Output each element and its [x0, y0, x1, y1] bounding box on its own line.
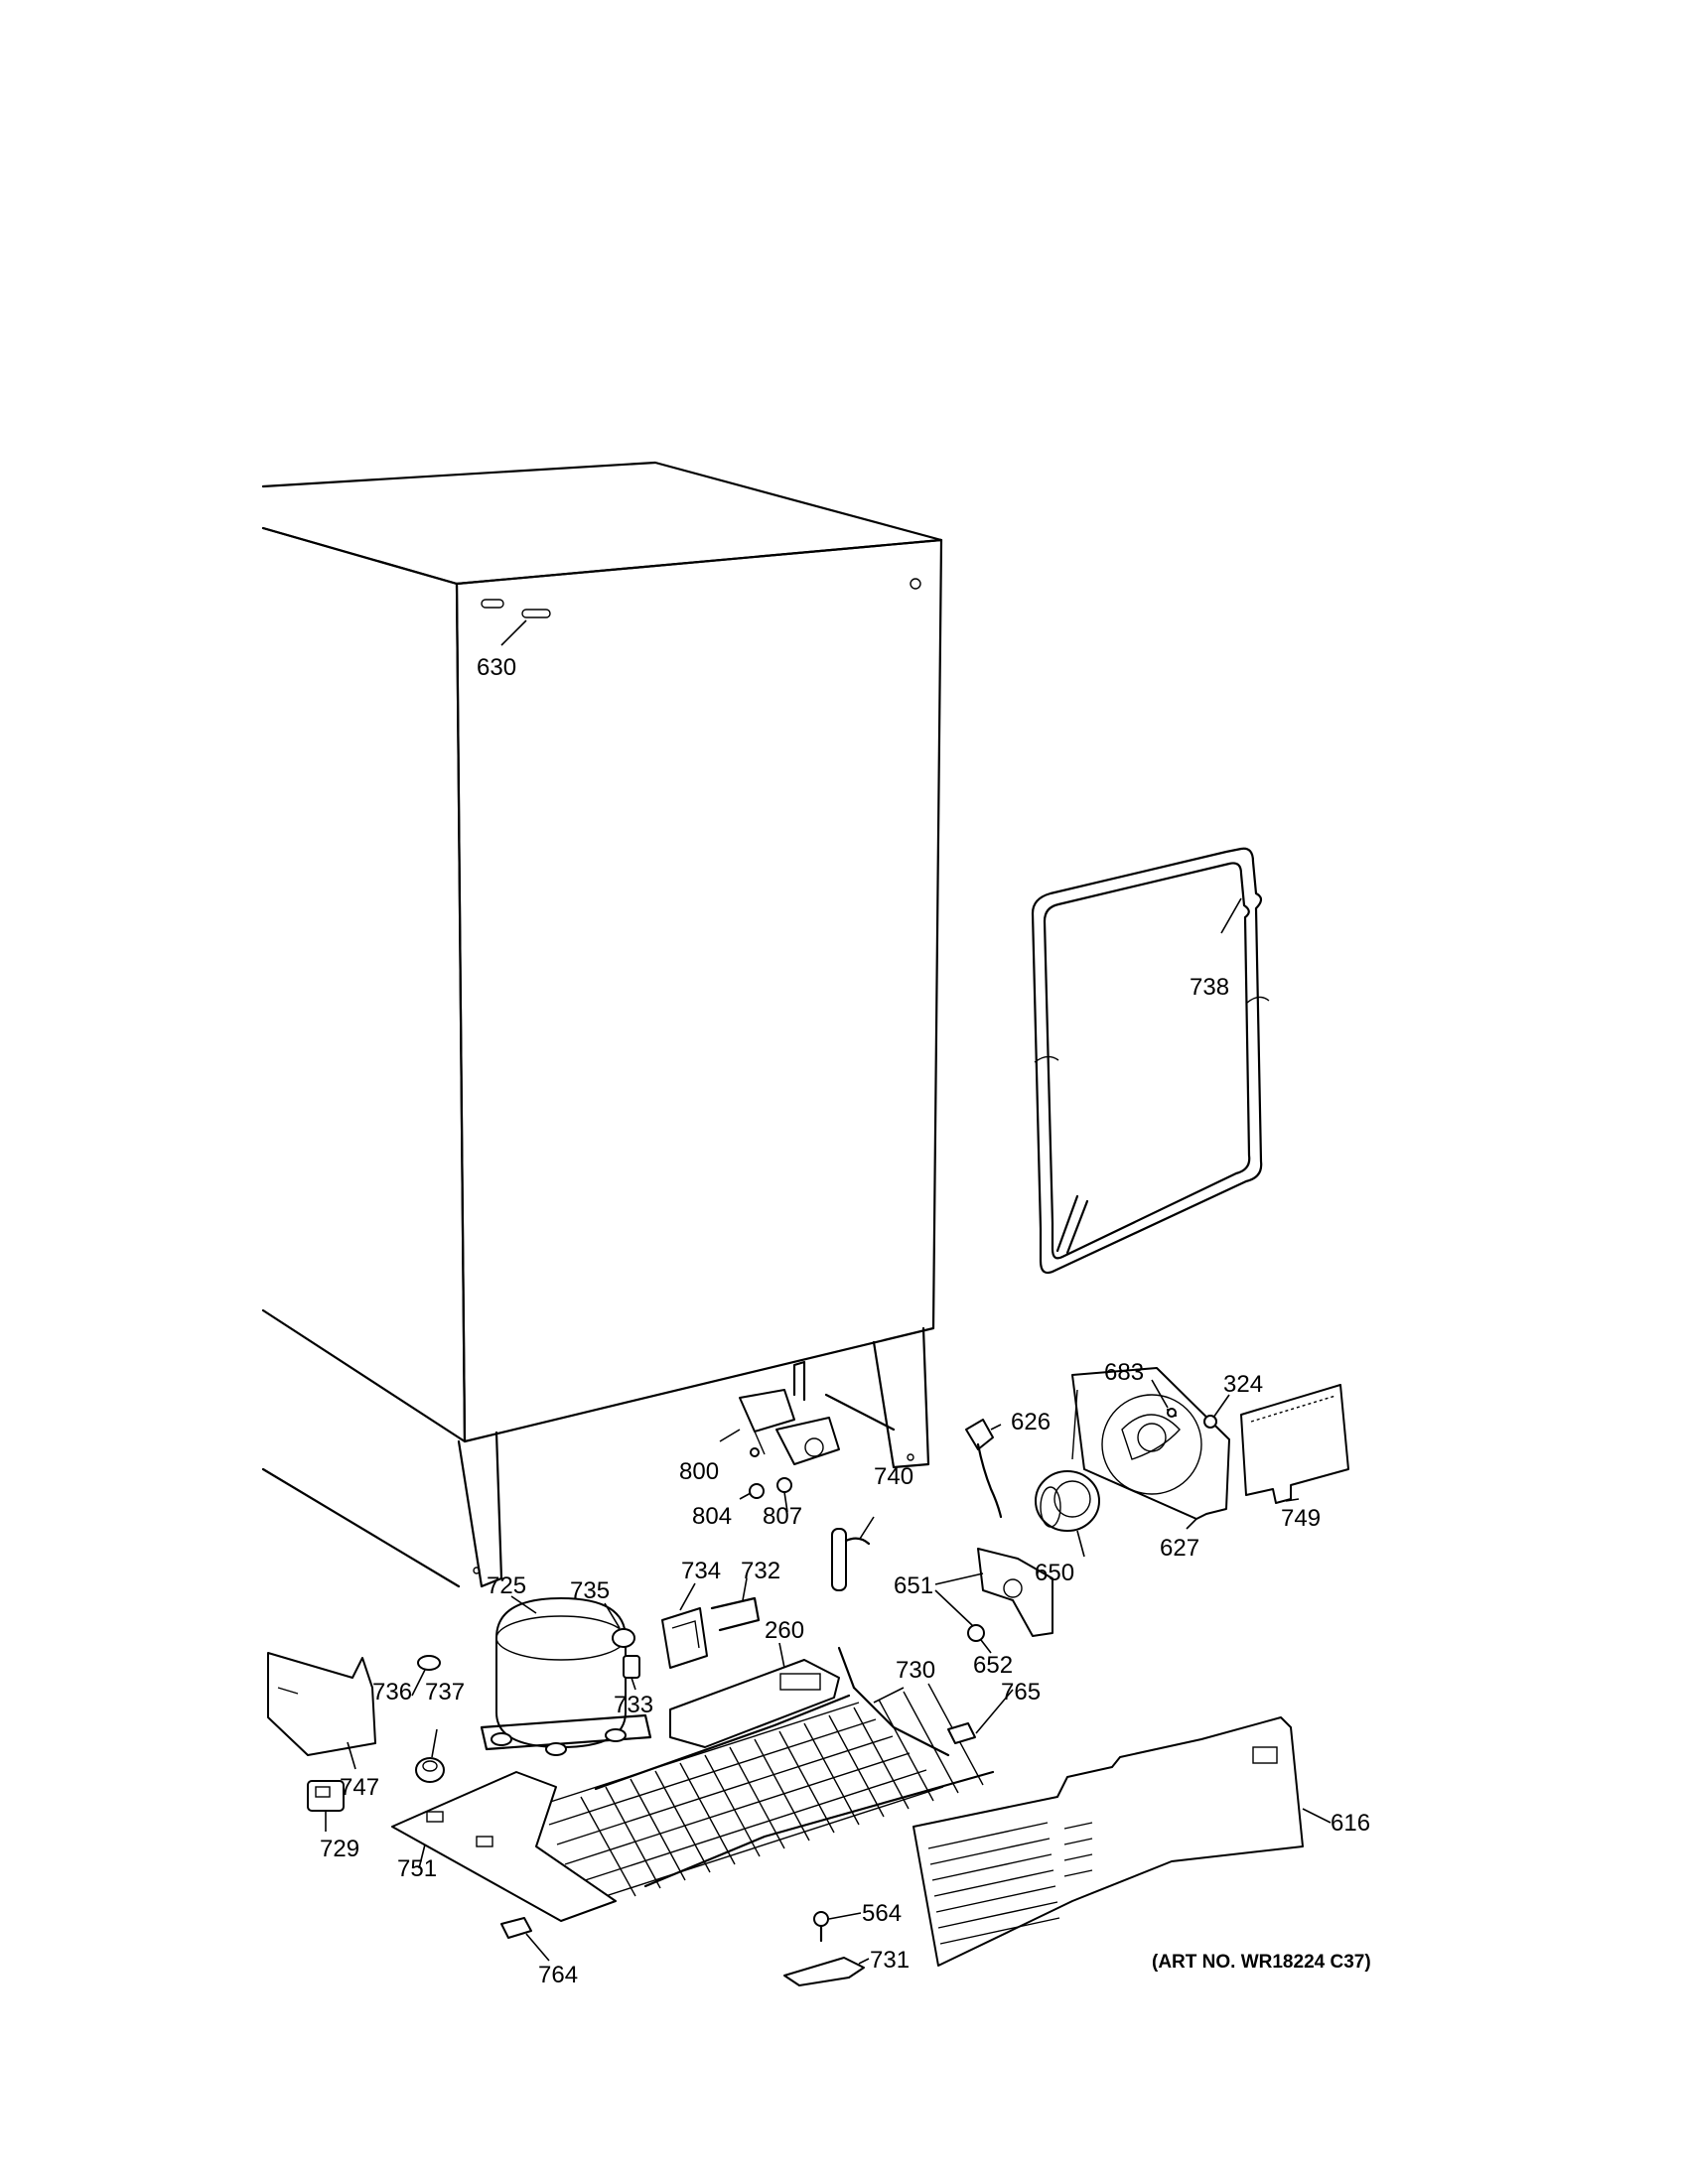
nut-652 — [967, 1624, 985, 1642]
callout-725: 725 — [487, 1572, 526, 1599]
overload-734 — [661, 1607, 708, 1669]
wire-harness-626 — [965, 1419, 1003, 1519]
bracket-764 — [500, 1917, 532, 1939]
callout-564: 564 — [862, 1900, 902, 1927]
bracket-765 — [947, 1722, 976, 1744]
callout-737: 737 — [425, 1679, 465, 1706]
callout-627: 627 — [1160, 1535, 1199, 1562]
callout-651: 651 — [894, 1572, 933, 1599]
fan-motor-650 — [1035, 1470, 1100, 1532]
grille-616 — [912, 1716, 1304, 1967]
callout-652: 652 — [973, 1652, 1013, 1679]
fan-blade-651 — [977, 1548, 1053, 1637]
clip-736 — [417, 1655, 441, 1671]
water-valve-800 — [739, 1360, 840, 1465]
callout-764: 764 — [538, 1962, 578, 1988]
callout-747: 747 — [340, 1774, 379, 1801]
compressor-725 — [480, 1597, 652, 1756]
art-number: (ART NO. WR18224 C37) — [1152, 1952, 1371, 1973]
callout-730: 730 — [896, 1657, 935, 1684]
electrical-cover-747 — [267, 1652, 376, 1756]
callout-807: 807 — [763, 1503, 802, 1530]
condenser-coil-730 — [540, 1646, 995, 1905]
capacitor-729 — [307, 1780, 345, 1812]
clip-732 — [710, 1596, 761, 1632]
leader-lines — [325, 619, 1332, 1965]
callout-749: 749 — [1281, 1505, 1321, 1532]
nut-807 — [776, 1477, 792, 1493]
screw-683 — [1166, 1408, 1178, 1418]
callout-260: 260 — [765, 1617, 804, 1644]
control-board-749 — [1240, 1384, 1349, 1504]
callout-736: 736 — [372, 1679, 412, 1706]
callout-740: 740 — [874, 1463, 913, 1490]
callout-729: 729 — [320, 1836, 359, 1862]
screw-324 — [1203, 1415, 1217, 1429]
nut-804 — [749, 1483, 765, 1499]
callout-804: 804 — [692, 1503, 732, 1530]
fan-bracket-627 — [1071, 1367, 1230, 1520]
refrigerator-cabinet — [261, 461, 943, 1588]
screw-564 — [813, 1911, 829, 1943]
thermostat-740 — [831, 1528, 871, 1591]
heater-loop-738 — [1031, 847, 1270, 1275]
relay-733 — [623, 1655, 640, 1679]
callout-683: 683 — [1104, 1359, 1144, 1386]
callout-734: 734 — [681, 1558, 721, 1584]
callout-765: 765 — [1001, 1679, 1041, 1706]
drain-pan-260 — [669, 1659, 840, 1748]
grommet-737 — [415, 1757, 445, 1783]
callout-731: 731 — [870, 1947, 910, 1974]
callout-733: 733 — [614, 1692, 653, 1718]
callout-616: 616 — [1331, 1810, 1370, 1837]
callout-650: 650 — [1035, 1560, 1074, 1586]
callout-800: 800 — [679, 1458, 719, 1485]
callout-751: 751 — [397, 1855, 437, 1882]
bracket-731 — [783, 1957, 865, 1986]
base-pan-751 — [391, 1771, 617, 1922]
callout-626: 626 — [1011, 1409, 1051, 1435]
callout-324: 324 — [1223, 1371, 1263, 1398]
callout-738: 738 — [1190, 974, 1229, 1001]
callout-630: 630 — [477, 654, 516, 681]
callout-labels: 630 738 683 324 626 800 804 807 740 749 … — [320, 654, 1371, 1988]
callout-732: 732 — [741, 1558, 780, 1584]
callout-735: 735 — [570, 1577, 610, 1604]
grommet-735 — [612, 1628, 635, 1648]
